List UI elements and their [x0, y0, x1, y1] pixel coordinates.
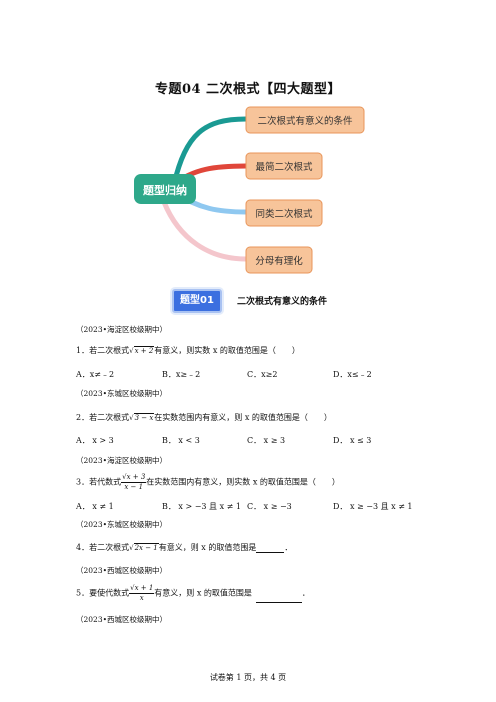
branch-label-1: 二次根式有意义的条件 — [257, 115, 353, 127]
answer-blank[interactable] — [256, 543, 285, 553]
section-badge: 题型01 — [172, 289, 222, 313]
branch-label-4: 分母有理化 — [255, 255, 303, 267]
page-footer: 试卷第 1 页，共 4 页 — [209, 673, 287, 682]
branch-node-2 — [245, 152, 323, 180]
q3-option-b[interactable]: B． x > −3 且 x ≠ 1 — [162, 502, 241, 511]
question-4-stem: 4．若二次根式√2x − 1有意义，则 x 的取值范围是 ． — [76, 543, 293, 553]
q3-option-a[interactable]: A． x ≠ 1 — [76, 502, 114, 511]
q1-option-c[interactable]: C．x≥2 — [247, 370, 278, 379]
section-title: 二次根式有意义的条件 — [237, 297, 328, 307]
q2-option-d[interactable]: D． x ≤ 3 — [333, 436, 372, 445]
topic-mindmap: 题型归纳 二次根式有意义的条件 最简二次根式 同类二次根式 分母有理化 — [134, 106, 365, 274]
page-title: 专题04 二次根式【四大题型】 — [154, 82, 342, 97]
question-5-source: （2023•西城区校级期中） — [76, 566, 168, 575]
next-question-source: （2023•西城区校级期中） — [76, 615, 168, 624]
q1-option-d[interactable]: D．x≤﹣2 — [333, 370, 372, 379]
q1-option-a[interactable]: A．x≠﹣2 — [76, 370, 115, 379]
question-2-source: （2023•东城区校级期中） — [76, 389, 168, 398]
branch-label-2: 最简二次根式 — [255, 161, 313, 173]
question-3-source: （2023•海淀区校级期中） — [76, 456, 168, 465]
q3-option-d[interactable]: D． x ≥ −3 且 x ≠ 1 — [333, 502, 413, 511]
center-node — [134, 174, 196, 204]
radical-sign: √2x − 1 — [129, 543, 159, 552]
question-2-stem: 2．若二次根式√3 − x在实数范围内有意义，则 x 的取值范围是（ ） — [76, 413, 332, 422]
branch-node-3 — [245, 199, 323, 227]
branch-line-4 — [161, 201, 247, 262]
branch-label-3: 同类二次根式 — [255, 208, 313, 220]
q2-option-a[interactable]: A． x > 3 — [76, 436, 114, 445]
radical-sign: √3 − x — [129, 413, 155, 422]
center-node-label: 题型归纳 — [143, 183, 187, 197]
q3-option-c[interactable]: C． x ≥ −3 — [247, 502, 292, 511]
question-4-source: （2023•东城区校级期中） — [76, 520, 168, 529]
branch-line-1 — [171, 116, 247, 185]
q2-option-b[interactable]: B． x < 3 — [162, 436, 200, 445]
answer-blank[interactable] — [255, 593, 302, 603]
branch-node-1 — [245, 106, 365, 134]
q2-option-c[interactable]: C． x ≥ 3 — [247, 436, 286, 445]
branch-node-4 — [245, 246, 313, 274]
q1-option-b[interactable]: B．x≥﹣2 — [162, 370, 201, 379]
question-1-stem: 1．若二次根式√x + 2有意义，则实数 x 的取值范围是（ ） — [76, 346, 300, 355]
question-1-source: （2023•海淀区校级期中） — [76, 325, 168, 334]
radical-sign: √x + 2 — [129, 346, 155, 355]
